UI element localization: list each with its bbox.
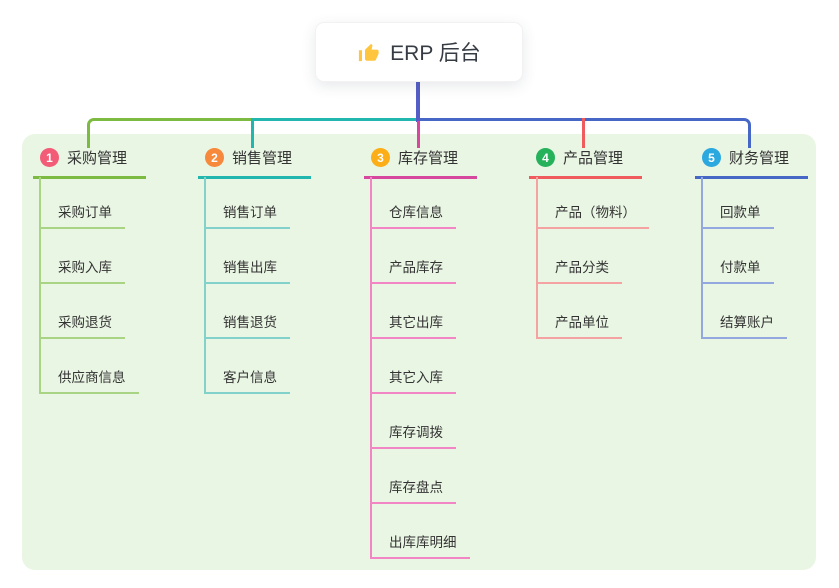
branch-number-badge: 5 [702, 148, 721, 167]
branch-title: 产品管理 [563, 150, 624, 167]
branches-panel [22, 134, 816, 570]
branch-children-purchase: 采购订单 采购入库 采购退货 供应商信息 [39, 177, 139, 394]
sub-node[interactable]: 出库库明细 [372, 504, 470, 559]
sub-node[interactable]: 供应商信息 [41, 339, 139, 394]
branch-number-badge: 1 [40, 148, 59, 167]
sub-node-label: 库存盘点 [372, 476, 456, 504]
branch-number-badge: 2 [205, 148, 224, 167]
sub-node-label: 库存调拨 [372, 421, 456, 449]
root-node[interactable]: ERP 后台 [315, 22, 523, 82]
branch-node-purchase[interactable]: 1 采购管理 [33, 147, 146, 179]
sub-node[interactable]: 客户信息 [206, 339, 290, 394]
connector-segment-sales [251, 118, 418, 121]
sub-node-label: 产品单位 [538, 311, 622, 339]
sub-node-label: 仓库信息 [372, 201, 456, 229]
sub-node-label: 付款单 [703, 256, 774, 284]
sub-node-label: 销售订单 [206, 201, 290, 229]
sub-node[interactable]: 库存盘点 [372, 449, 470, 504]
sub-node-label: 采购入库 [41, 256, 125, 284]
sub-node[interactable]: 其它出库 [372, 284, 470, 339]
sub-node[interactable]: 采购入库 [41, 229, 139, 284]
sub-node[interactable]: 销售退货 [206, 284, 290, 339]
sub-node-label: 出库库明细 [372, 531, 470, 559]
sub-node-label: 结算账户 [703, 311, 787, 339]
thumbs-up-icon [357, 41, 380, 64]
sub-node-label: 产品库存 [372, 256, 456, 284]
sub-node-label: 回款单 [703, 201, 774, 229]
branch-title: 销售管理 [232, 150, 293, 167]
sub-node[interactable]: 采购订单 [41, 177, 139, 229]
branch-children-product: 产品（物料） 产品分类 产品单位 [536, 177, 649, 339]
sub-node[interactable]: 结算账户 [703, 284, 787, 339]
sub-node-label: 销售出库 [206, 256, 290, 284]
sub-node[interactable]: 产品单位 [538, 284, 649, 339]
sub-node[interactable]: 销售订单 [206, 177, 290, 229]
sub-node[interactable]: 仓库信息 [372, 177, 470, 229]
sub-node-label: 产品分类 [538, 256, 622, 284]
branch-node-product[interactable]: 4 产品管理 [529, 147, 642, 179]
sub-node-label: 产品（物料） [538, 201, 649, 229]
branch-node-finance[interactable]: 5 财务管理 [695, 147, 808, 179]
sub-node[interactable]: 采购退货 [41, 284, 139, 339]
root-label: ERP 后台 [390, 42, 481, 65]
sub-node[interactable]: 产品分类 [538, 229, 649, 284]
sub-node-label: 采购订单 [41, 201, 125, 229]
sub-node-label: 销售退货 [206, 311, 290, 339]
branch-title: 采购管理 [67, 150, 128, 167]
sub-node[interactable]: 产品库存 [372, 229, 470, 284]
branch-children-sales: 销售订单 销售出库 销售退货 客户信息 [204, 177, 290, 394]
sub-node[interactable]: 回款单 [703, 177, 787, 229]
branch-node-sales[interactable]: 2 销售管理 [198, 147, 311, 179]
sub-node[interactable]: 库存调拨 [372, 394, 470, 449]
sub-node-label: 采购退货 [41, 311, 125, 339]
branch-children-finance: 回款单 付款单 结算账户 [701, 177, 787, 339]
sub-node[interactable]: 付款单 [703, 229, 787, 284]
branch-title: 财务管理 [729, 150, 790, 167]
sub-node[interactable]: 产品（物料） [538, 177, 649, 229]
branch-number-badge: 4 [536, 148, 555, 167]
branch-title: 库存管理 [398, 150, 459, 167]
sub-node-label: 客户信息 [206, 366, 290, 394]
connector-root-stem [416, 82, 420, 122]
branch-number-badge: 3 [371, 148, 390, 167]
sub-node-label: 供应商信息 [41, 366, 139, 394]
sub-node[interactable]: 其它入库 [372, 339, 470, 394]
sub-node-label: 其它出库 [372, 311, 456, 339]
branch-node-inventory[interactable]: 3 库存管理 [364, 147, 477, 179]
branch-children-inventory: 仓库信息 产品库存 其它出库 其它入库 库存调拨 库存盘点 出库库明细 [370, 177, 470, 559]
sub-node[interactable]: 销售出库 [206, 229, 290, 284]
sub-node-label: 其它入库 [372, 366, 456, 394]
